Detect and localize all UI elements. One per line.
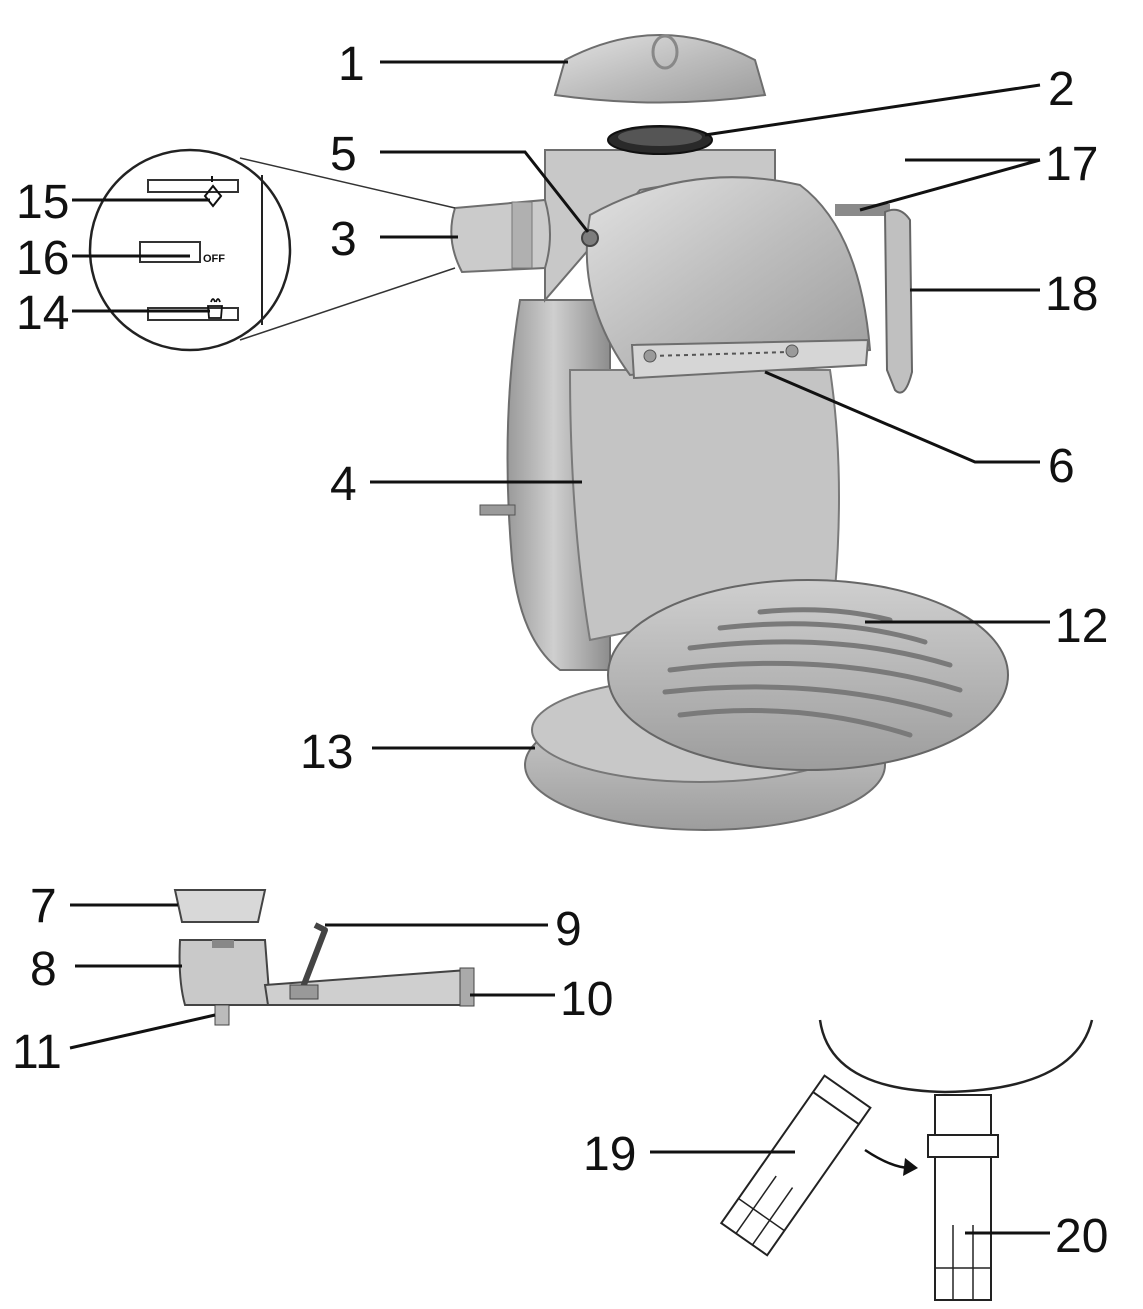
drip-grille-plate	[607, 579, 1009, 771]
handle-unlocked-grip-b	[735, 1175, 777, 1234]
slot-4	[667, 660, 963, 693]
magnifier-line-bottom	[239, 267, 456, 341]
cup-icon	[207, 298, 223, 319]
callout-20: 20	[1055, 1210, 1108, 1263]
frothing-nozzle	[883, 208, 914, 394]
steam-icon	[203, 176, 223, 208]
tank-lid-logo	[651, 34, 679, 70]
callout-18: 18	[1045, 268, 1098, 321]
brew-head-screw-left	[643, 349, 657, 363]
slot-2	[717, 621, 928, 645]
callout-10: 10	[560, 973, 613, 1026]
leader-lines	[69, 60, 1050, 1235]
tank-lid	[553, 34, 767, 104]
callout-13: 13	[300, 726, 353, 779]
control-knob-grip	[511, 201, 533, 269]
callout-1: 1	[338, 38, 365, 91]
rotation-arrow-head	[903, 1158, 918, 1176]
brew-head	[630, 338, 870, 380]
leader-11	[69, 1013, 216, 1050]
slot-5	[662, 684, 953, 718]
callout-19: 19	[583, 1128, 636, 1181]
control-knob	[450, 198, 551, 274]
filter-holder	[178, 939, 272, 1006]
leader-17	[859, 158, 1041, 212]
spout	[214, 1004, 230, 1026]
leader-2	[704, 83, 1041, 137]
slot-3	[687, 639, 953, 668]
slot-1	[757, 607, 893, 623]
front-panel	[568, 369, 840, 642]
portafilter	[173, 889, 475, 1026]
drip-grille	[607, 579, 1009, 771]
callout-11: 11	[12, 1026, 62, 1079]
filter-basket	[173, 889, 267, 923]
clip-base	[289, 984, 319, 1000]
indicator-light	[581, 229, 599, 247]
side-spout	[479, 504, 516, 516]
handle-unlocked-band	[812, 1091, 860, 1125]
handle-locked-band	[927, 1134, 999, 1158]
handle-unlocked	[719, 1074, 872, 1257]
slot-6	[677, 708, 913, 738]
front-dome	[585, 176, 872, 377]
callout-17: 17	[1045, 138, 1098, 191]
switch-off-label: OFF	[203, 253, 225, 265]
callout-14: 14	[16, 287, 69, 340]
callout-9: 9	[555, 903, 582, 956]
switch-slot-steam	[147, 179, 239, 193]
callout-8: 8	[30, 943, 57, 996]
handle-locked-body	[934, 1094, 992, 1301]
callout-5: 5	[330, 128, 357, 181]
filler-opening-inner	[618, 128, 702, 146]
callout-7: 7	[30, 880, 57, 933]
handle-locked	[927, 1094, 999, 1301]
leader-6	[764, 370, 1040, 464]
callout-15: 15	[16, 176, 69, 229]
callout-16: 16	[16, 232, 69, 285]
handle-unlocked-grip-a	[738, 1197, 785, 1232]
brew-head-screw-right	[785, 344, 799, 358]
magnifier-line-top	[239, 157, 456, 209]
brew-head-outline	[818, 1019, 1094, 1094]
handle-unlocked-grip-c	[751, 1187, 794, 1246]
handle-end-cap	[459, 967, 475, 1007]
leader-5	[380, 150, 590, 233]
callout-2: 2	[1048, 63, 1075, 116]
callout-4: 4	[330, 458, 357, 511]
brew-head-dotted-line	[651, 351, 791, 357]
filter-clip	[297, 922, 328, 997]
callout-3: 3	[330, 213, 357, 266]
espresso-machine	[450, 34, 914, 671]
drip-grille-slots	[662, 607, 963, 738]
handle-unlocked-body	[719, 1074, 872, 1257]
callout-labels: 1 2 5 17 3 18 6 4 12 13 15 16 14 7 9 8 1…	[12, 38, 1108, 1263]
filter-holder-notch	[212, 940, 234, 948]
locking-detail	[719, 1019, 1094, 1301]
callout-6: 6	[1048, 440, 1075, 493]
callout-12: 12	[1055, 600, 1108, 653]
switch-detail: OFF	[88, 148, 456, 352]
